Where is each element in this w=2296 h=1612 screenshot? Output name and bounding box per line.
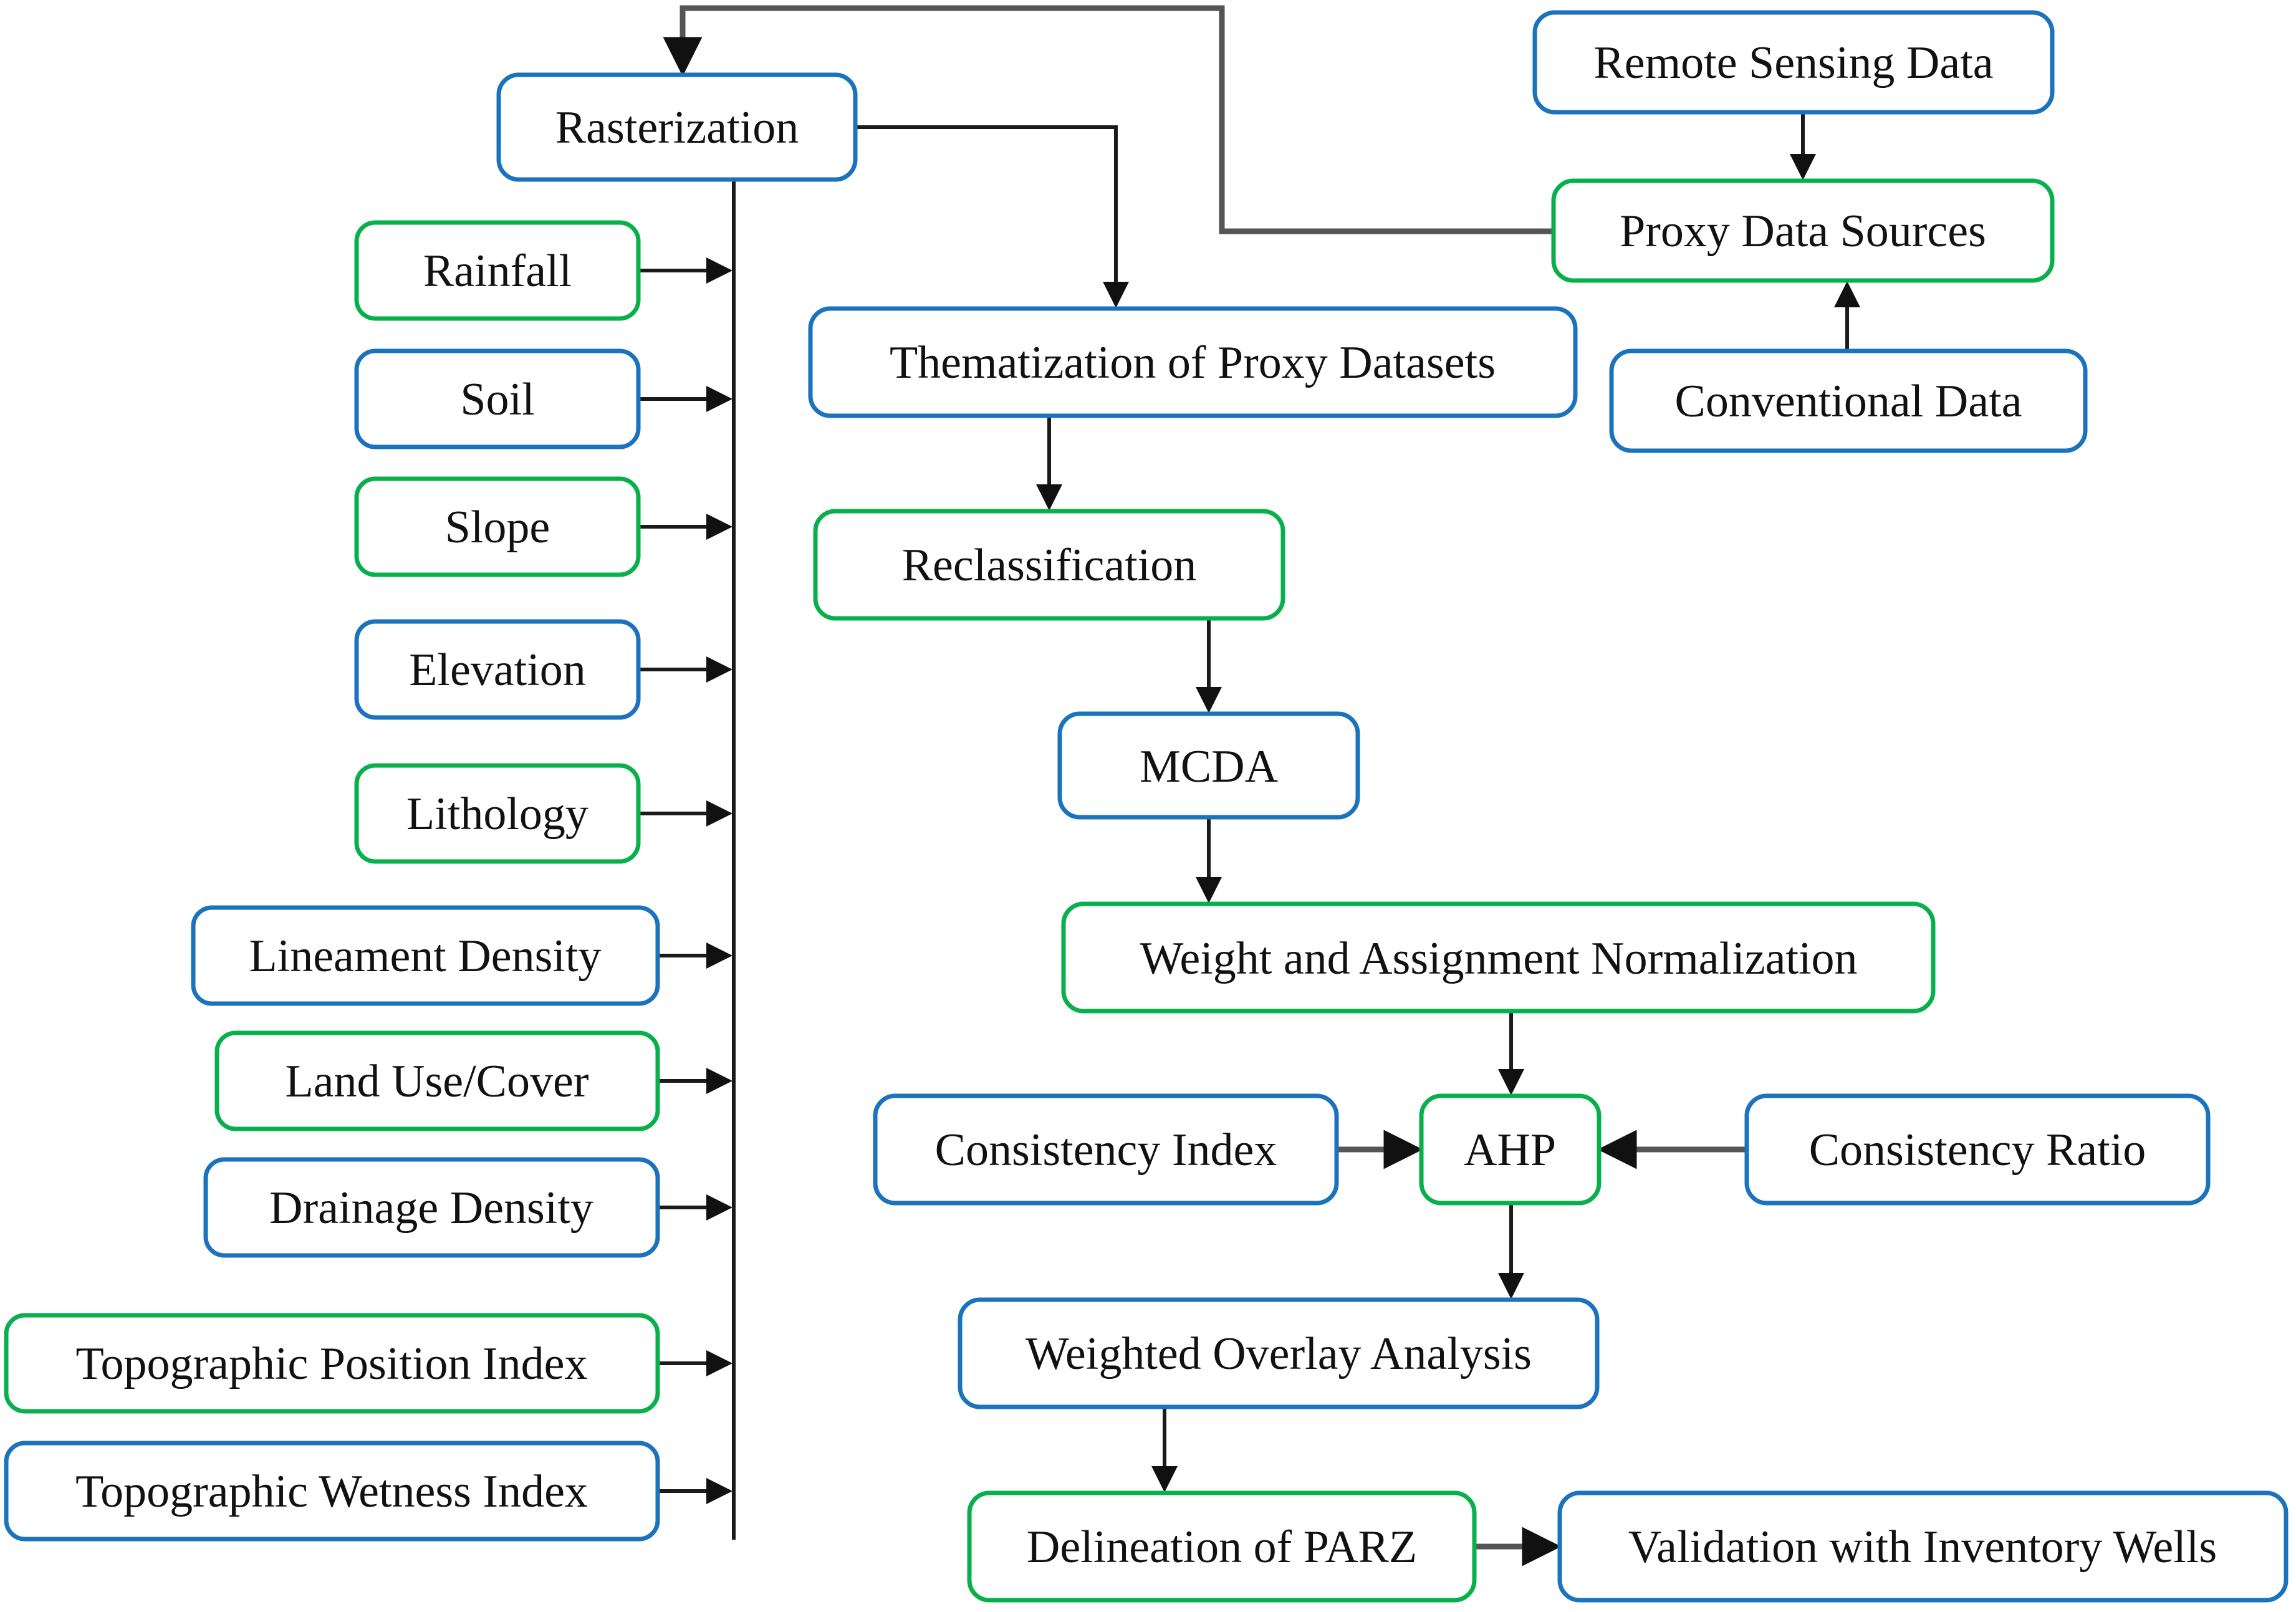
node-drainage-density-label: Drainage Density xyxy=(269,1183,593,1234)
node-thematization-box[interactable] xyxy=(808,306,1578,418)
node-ahp-label: AHP xyxy=(1464,1125,1556,1176)
node-slope-box[interactable] xyxy=(354,476,641,577)
node-weighted-overlay-analysis-label: Weighted Overlay Analysis xyxy=(1026,1328,1532,1379)
node-weighted-overlay-analysis[interactable]: Weighted Overlay Analysis xyxy=(958,1297,1600,1409)
node-weight-assignment-normalization[interactable]: Weight and Assignment Normalization xyxy=(1061,901,1936,1014)
node-ahp[interactable]: AHP xyxy=(1419,1093,1602,1206)
node-land-use-cover[interactable]: Land Use/Cover xyxy=(214,1030,660,1131)
node-consistency-index-label: Consistency Index xyxy=(935,1125,1277,1176)
node-conventional-data[interactable]: Conventional Data xyxy=(1609,348,2088,453)
node-proxy-data-sources[interactable]: Proxy Data Sources xyxy=(1551,178,2055,283)
node-thematization-label: Thematization of Proxy Datasets xyxy=(890,337,1496,388)
node-consistency-index-box[interactable] xyxy=(873,1093,1339,1206)
node-topographic-position-index-box[interactable] xyxy=(4,1313,660,1414)
node-soil[interactable]: Soil xyxy=(354,348,641,449)
node-conventional-data-box[interactable] xyxy=(1609,348,2088,453)
edge-proxy-to-rasterization xyxy=(663,5,1554,234)
node-mcda-box[interactable] xyxy=(1057,711,1360,820)
node-rasterization[interactable]: Rasterization xyxy=(496,72,858,182)
node-slope[interactable]: Slope xyxy=(354,476,641,577)
node-delineation-of-parz-label: Delineation of PARZ xyxy=(1027,1522,1417,1573)
node-topographic-position-index-label: Topographic Position Index xyxy=(75,1338,587,1389)
node-lithology[interactable]: Lithology xyxy=(354,763,641,864)
node-remote-sensing-data-label: Remote Sensing Data xyxy=(1593,37,1993,89)
node-remote-sensing-data[interactable]: Remote Sensing Data xyxy=(1532,10,2055,115)
node-reclassification[interactable]: Reclassification xyxy=(813,509,1285,621)
node-proxy-data-sources-label: Proxy Data Sources xyxy=(1620,206,1986,257)
node-rainfall[interactable]: Rainfall xyxy=(354,220,641,321)
node-topographic-wetness-index-box[interactable] xyxy=(4,1441,660,1542)
node-lithology-box[interactable] xyxy=(354,763,641,864)
node-consistency-ratio[interactable]: Consistency Ratio xyxy=(1744,1093,2211,1206)
node-topographic-position-index[interactable]: Topographic Position Index xyxy=(4,1313,660,1414)
node-validation-with-inventory-wells-label: Validation with Inventory Wells xyxy=(1628,1522,2217,1573)
node-delineation-of-parz[interactable]: Delineation of PARZ xyxy=(967,1490,1477,1603)
node-consistency-ratio-label: Consistency Ratio xyxy=(1809,1125,2146,1176)
node-mcda[interactable]: MCDA xyxy=(1057,711,1360,820)
node-topographic-wetness-index-label: Topographic Wetness Index xyxy=(75,1466,588,1517)
node-weight-assignment-normalization-label: Weight and Assignment Normalization xyxy=(1140,933,1857,984)
node-reclassification-box[interactable] xyxy=(813,509,1285,621)
node-elevation-label: Elevation xyxy=(409,645,586,696)
node-elevation-box[interactable] xyxy=(354,619,641,720)
node-consistency-ratio-box[interactable] xyxy=(1744,1093,2211,1206)
node-rainfall-box[interactable] xyxy=(354,220,641,321)
node-land-use-cover-box[interactable] xyxy=(214,1030,660,1131)
edge-layer xyxy=(638,5,1860,1566)
node-ahp-box[interactable] xyxy=(1419,1093,1602,1206)
node-proxy-data-sources-box[interactable] xyxy=(1551,178,2055,283)
node-delineation-of-parz-box[interactable] xyxy=(967,1490,1477,1603)
node-drainage-density-box[interactable] xyxy=(203,1157,660,1258)
node-slope-label: Slope xyxy=(445,502,550,553)
node-rainfall-label: Rainfall xyxy=(423,246,572,297)
node-elevation[interactable]: Elevation xyxy=(354,619,641,720)
edge-rasterization-to-thematization xyxy=(855,125,1129,308)
node-soil-label: Soil xyxy=(460,374,534,425)
node-weight-assignment-normalization-box[interactable] xyxy=(1061,901,1936,1014)
node-lineament-density[interactable]: Lineament Density xyxy=(191,905,660,1006)
node-rasterization-box[interactable] xyxy=(496,72,858,182)
node-mcda-label: MCDA xyxy=(1140,741,1278,792)
node-validation-with-inventory-wells[interactable]: Validation with Inventory Wells xyxy=(1557,1490,2289,1603)
node-lithology-label: Lithology xyxy=(406,789,588,840)
node-drainage-density[interactable]: Drainage Density xyxy=(203,1157,660,1258)
node-weighted-overlay-analysis-box[interactable] xyxy=(958,1297,1600,1409)
node-land-use-cover-label: Land Use/Cover xyxy=(285,1056,588,1107)
node-topographic-wetness-index[interactable]: Topographic Wetness Index xyxy=(4,1441,660,1542)
node-reclassification-label: Reclassification xyxy=(902,540,1197,591)
node-lineament-density-label: Lineament Density xyxy=(249,931,601,982)
node-validation-with-inventory-wells-box[interactable] xyxy=(1557,1490,2289,1603)
node-soil-box[interactable] xyxy=(354,348,641,449)
node-conventional-data-label: Conventional Data xyxy=(1675,376,2022,427)
node-lineament-density-box[interactable] xyxy=(191,905,660,1006)
node-consistency-index[interactable]: Consistency Index xyxy=(873,1093,1339,1206)
node-rasterization-label: Rasterization xyxy=(555,102,799,153)
node-thematization[interactable]: Thematization of Proxy Datasets xyxy=(808,306,1578,418)
node-remote-sensing-data-box[interactable] xyxy=(1532,10,2055,115)
